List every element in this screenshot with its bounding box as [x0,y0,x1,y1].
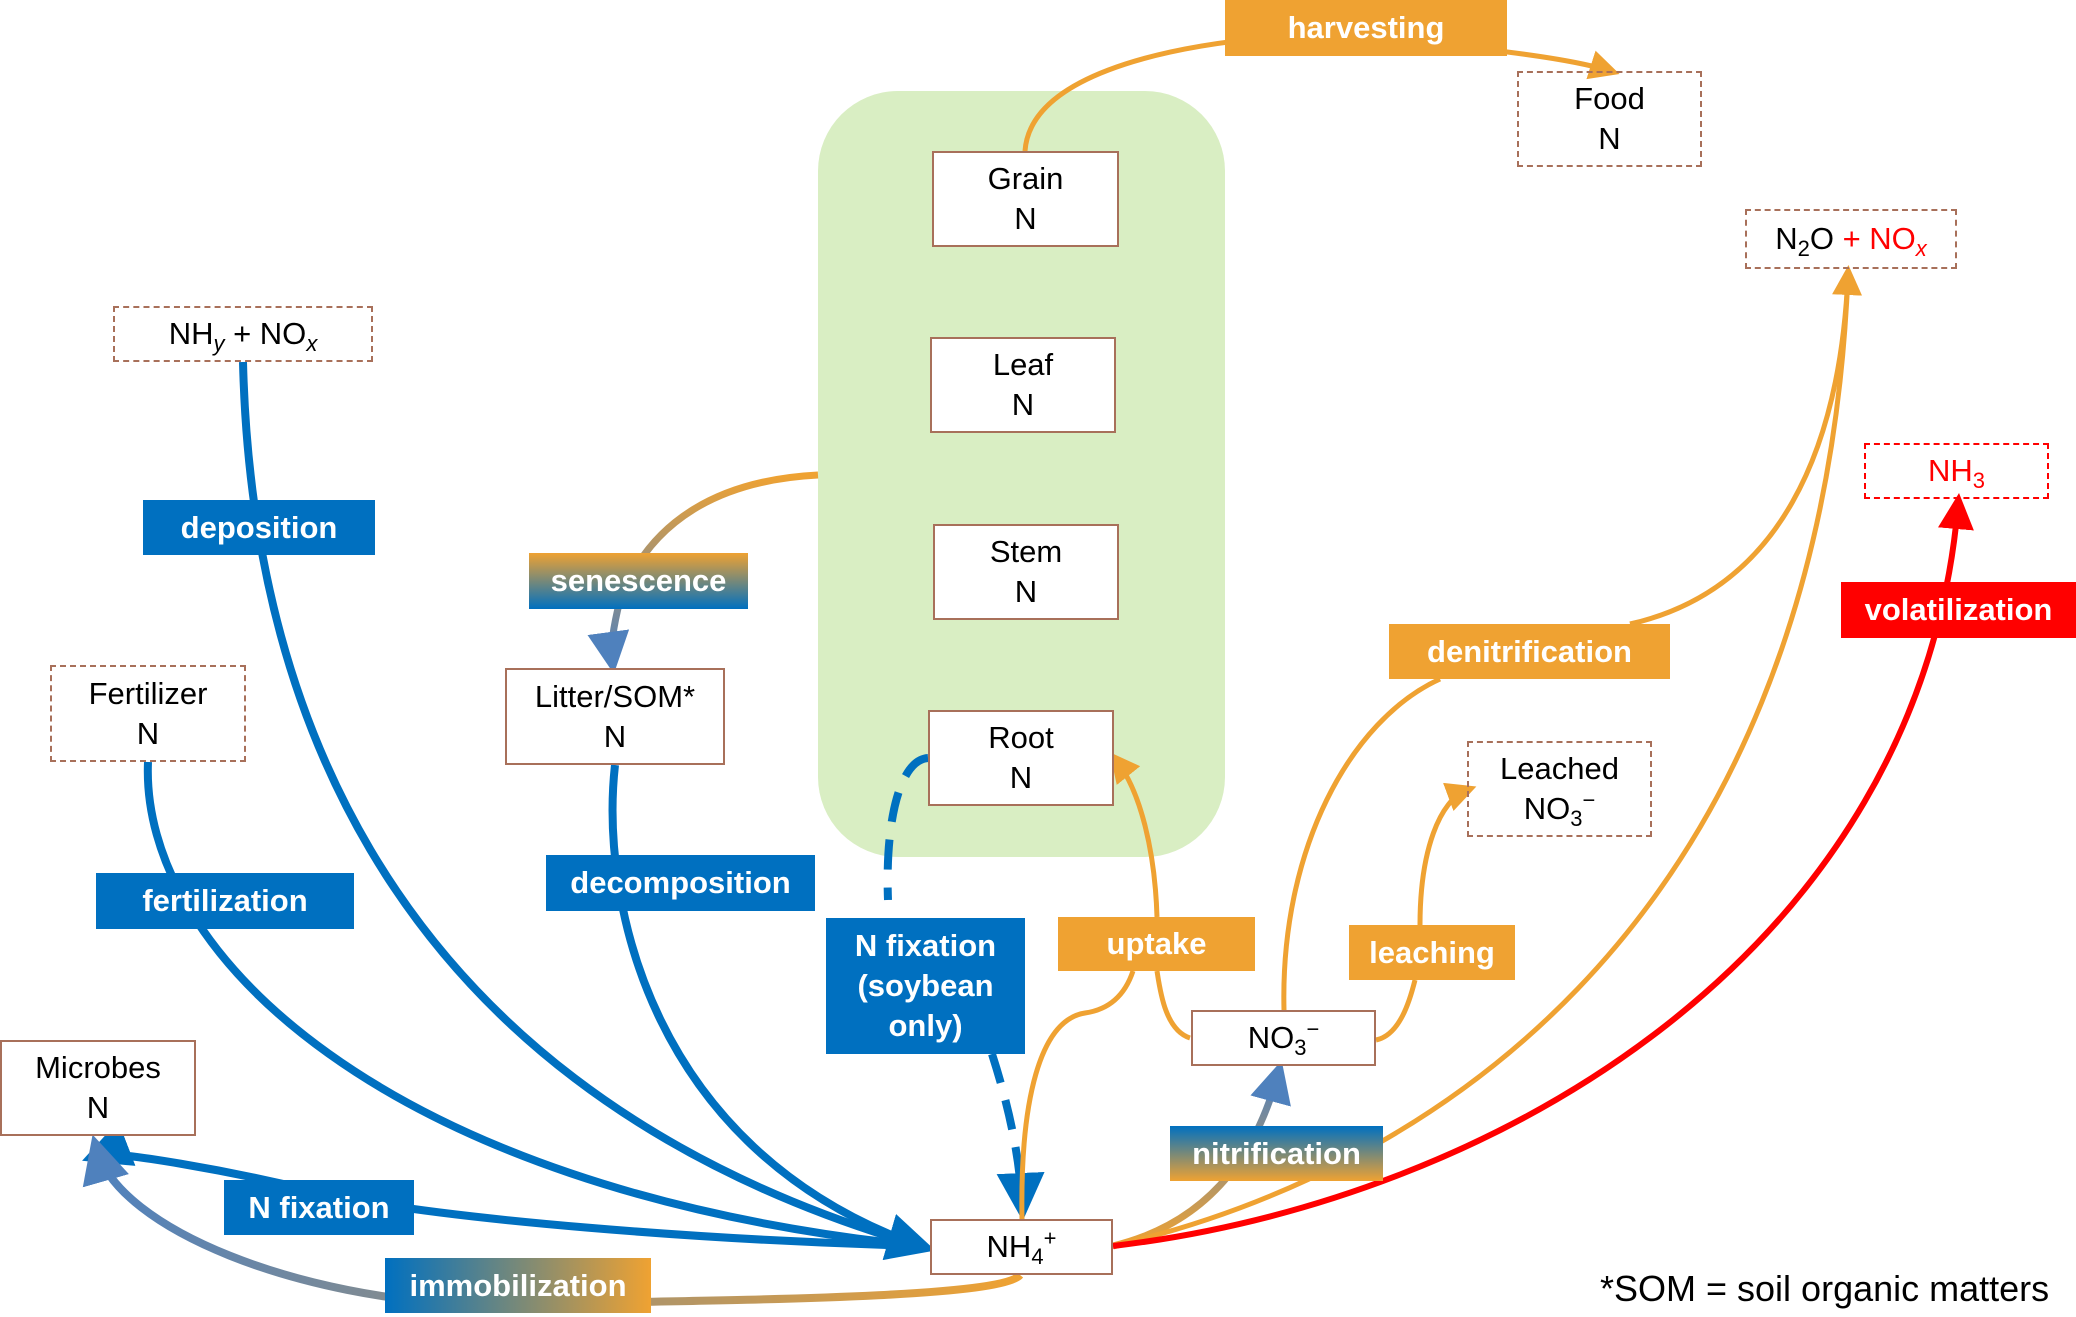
n2o-nox-pool: N2O + NOx [1745,209,1957,269]
root-n-symbol: N [1009,760,1033,795]
leached-no3-pool: Leached NO3− [1467,741,1652,837]
leaf-n-label: Leaf [992,347,1054,382]
harvesting-label: harvesting [1225,0,1507,56]
leaching-arrow [1375,790,1467,1043]
volatilization-arrow [1112,493,1974,1249]
food-n-label: Food [1574,81,1645,116]
stem-n-symbol: N [1014,574,1038,609]
nh3-pool: NH3 [1864,443,2049,499]
leached-no3-label: Leached [1500,751,1619,786]
no3-pool: NO3− [1191,1010,1376,1066]
denitrification-label: denitrification [1389,624,1670,679]
deposition-label: deposition [143,500,375,555]
nhy-nox-pool: NHy + NOx [113,306,373,362]
litter-som-n-label: Litter/SOM* [534,678,696,714]
uptake-label: uptake [1058,917,1255,971]
volatilization-label: volatilization [1841,582,2076,638]
n-fixation-soybean-arrow [883,754,929,901]
litter-som-n-pool: Litter/SOM* N [505,668,725,765]
som-footnote: *SOM = soil organic matters [1600,1268,2050,1309]
nh4-to-n2o-arrow [1112,274,1851,1249]
nh4-label: NH4+ [986,1225,1057,1270]
n-fixation-soybean-arrow-lower [988,1052,1045,1221]
food-n-pool: Food N [1517,71,1702,167]
stem-n-label: Stem [989,534,1063,569]
grain-n-symbol: N [1014,201,1037,236]
nh3-label: NH3 [1927,453,1986,494]
uptake-arrow-root [1109,752,1160,918]
n2o-nox-label: N2O + NOx [1775,221,1927,262]
microbes-n-symbol: N [86,1090,110,1125]
uptake-arrow-no3 [1154,970,1192,1041]
uptake-arrow-nh4 [1019,970,1136,1220]
litter-som-n-symbol: N [603,718,627,754]
deposition-arrow [239,361,936,1261]
decomposition-arrow [608,764,922,1250]
n-fixation-soybean-line3: only) [888,1008,963,1043]
nhy-nox-label: NHy + NOx [168,316,318,357]
n-fixation-soybean-label: N fixation (soybean only) [826,918,1025,1054]
leaf-n-symbol: N [1011,387,1035,422]
leaf-n-pool: Leaf N [930,337,1116,433]
microbes-n-pool: Microbes N [0,1040,196,1136]
n-fixation-label: N fixation [224,1180,414,1235]
fertilization-arrow [143,761,921,1250]
fertilizer-n-symbol: N [136,715,160,751]
root-n-label: Root [988,720,1054,755]
decomposition-label: decomposition [546,855,815,911]
nitrification-label: nitrification [1170,1126,1383,1181]
senescence-label: senescence [529,553,748,609]
root-n-pool: Root N [928,710,1114,806]
fertilizer-n-pool: Fertilizer N [50,665,246,762]
grain-n-label: Grain [987,161,1064,196]
n-fixation-soybean-line2: (soybean [857,968,994,1003]
immobilization-label: immobilization [385,1258,651,1313]
leached-no3-formula: NO3− [1523,787,1596,832]
n-fixation-soybean-line1: N fixation [854,928,997,963]
microbes-n-label: Microbes [35,1050,161,1085]
food-n-symbol: N [1598,121,1621,156]
fertilizer-n-label: Fertilizer [88,675,208,711]
nh4-pool: NH4+ [930,1219,1113,1275]
leaching-label: leaching [1349,925,1515,980]
no3-label: NO3− [1247,1016,1320,1061]
grain-n-pool: Grain N [932,151,1119,247]
fertilization-label: fertilization [96,873,354,929]
stem-n-pool: Stem N [933,524,1119,620]
